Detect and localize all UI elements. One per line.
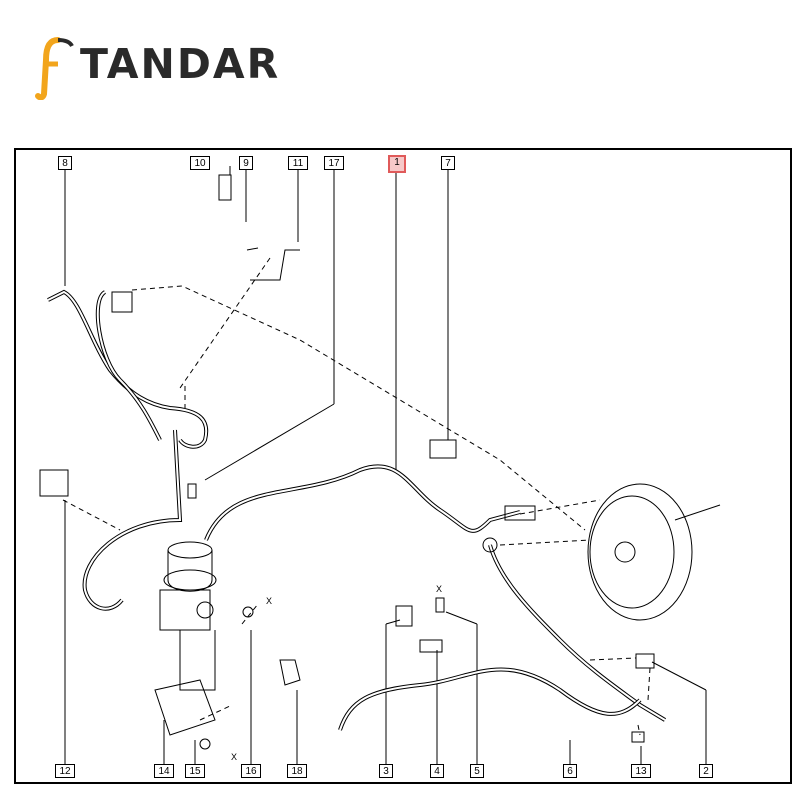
x-mark: X [266,596,273,606]
brand-name: TANDAR [80,40,281,88]
callout-5: 5 [470,764,484,778]
callout-12: 12 [55,764,75,778]
x-mark: X [436,584,443,594]
callout-16: 16 [241,764,261,778]
callout-15: 15 [185,764,205,778]
callout-6: 6 [563,764,577,778]
callout-8: 8 [58,156,72,170]
callout-2: 2 [699,764,713,778]
callout-17: 17 [324,156,344,170]
callout-13: 13 [631,764,651,778]
callout-9: 9 [239,156,253,170]
callout-4: 4 [430,764,444,778]
callout-14: 14 [154,764,174,778]
tandar-logo-icon [35,37,74,100]
callout-7: 7 [441,156,455,170]
callout-18: 18 [287,764,307,778]
x-mark: X [231,752,238,762]
callout-1-highlighted: 1 [388,155,406,173]
diagram-frame [14,148,792,784]
callout-10: 10 [190,156,210,170]
callout-3: 3 [379,764,393,778]
callout-11: 11 [288,156,308,170]
